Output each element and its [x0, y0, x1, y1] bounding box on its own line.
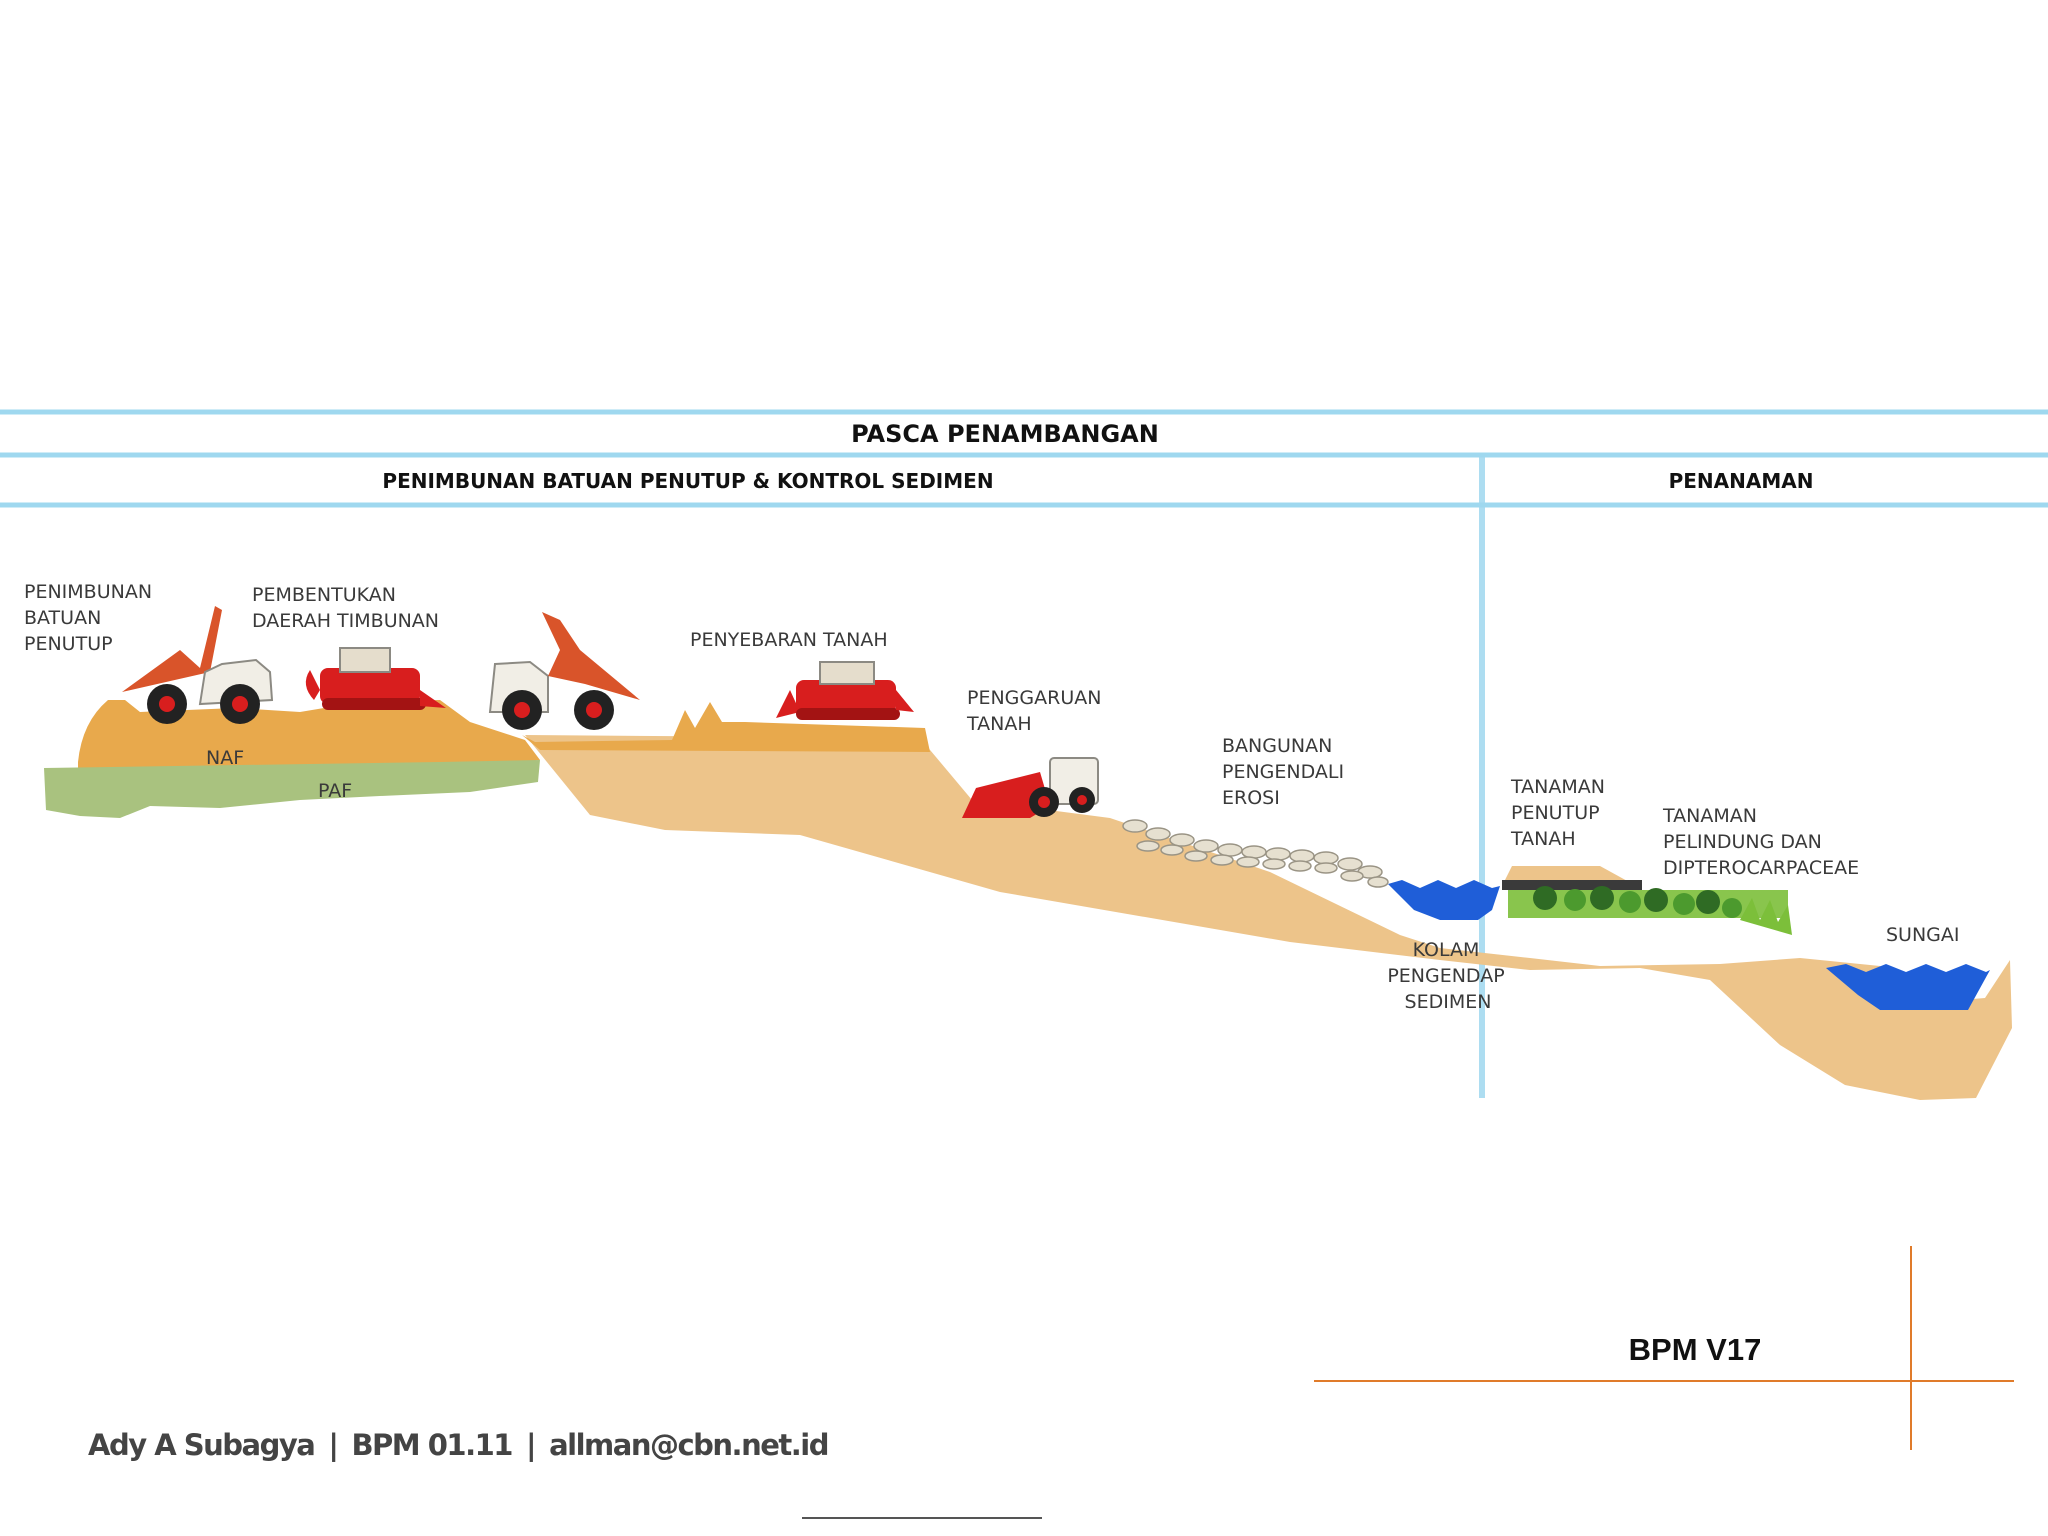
header-penimbunan-kontrol: PENIMBUNAN BATUAN PENUTUP & KONTROL SEDI… [382, 469, 993, 493]
soil-ground [525, 735, 2012, 1100]
svg-text:DAERAH TIMBUNAN: DAERAH TIMBUNAN [252, 610, 439, 632]
river-water [1826, 964, 1990, 1010]
label-sungai: SUNGAI [1886, 924, 1960, 946]
svg-text:SEDIMEN: SEDIMEN [1405, 991, 1492, 1013]
svg-text:PEMBENTUKAN: PEMBENTUKAN [252, 584, 396, 606]
label-tanaman-pelindung: TANAMAN PELINDUNG DAN DIPTEROCARPACEAE [1662, 805, 1859, 879]
label-kolam-pengendap-sedimen: KOLAM PENGENDAP SEDIMEN [1387, 939, 1504, 1013]
svg-text:TANAMAN: TANAMAN [1510, 776, 1605, 798]
dump-truck-2 [488, 612, 640, 730]
svg-text:PENUTUP: PENUTUP [24, 633, 113, 655]
label-pembentukan-daerah-timbunan: PEMBENTUKAN DAERAH TIMBUNAN [252, 584, 439, 632]
erosion-control-stones [1122, 819, 1389, 888]
label-penimbunan-batuan-penutup: PENIMBUNAN BATUAN PENUTUP [24, 581, 152, 655]
label-penggaruan-tanah: PENGGARUAN TANAH [966, 687, 1101, 735]
svg-text:EROSI: EROSI [1222, 787, 1280, 809]
label-tanaman-penutup-tanah: TANAMAN PENUTUP TANAH [1510, 776, 1605, 850]
bulldozer-2 [776, 661, 914, 720]
dump-truck-1 [122, 606, 274, 724]
header-pasca-penambangan: PASCA PENAMBANGAN [851, 420, 1159, 448]
bulldozer-1 [305, 647, 446, 710]
naf-layer [78, 700, 540, 770]
svg-text:BATUAN: BATUAN [24, 607, 101, 629]
svg-text:PENYEBARAN TANAH: PENYEBARAN TANAH [690, 629, 888, 651]
label-penyebaran-tanah: PENYEBARAN TANAH [690, 629, 888, 651]
svg-text:BANGUNAN: BANGUNAN [1222, 735, 1332, 757]
footer-author: Ady A Subagya [88, 1428, 316, 1462]
svg-text:PENGENDAP: PENGENDAP [1387, 965, 1504, 987]
paf-layer [44, 760, 540, 818]
footer-credit: Ady A Subagya | BPM 01.11 | allman@cbn.net.i… [88, 1428, 829, 1462]
svg-text:PENGGARUAN: PENGGARUAN [967, 687, 1101, 709]
svg-text:PELINDUNG DAN: PELINDUNG DAN [1663, 831, 1822, 853]
svg-text:TANAH: TANAH [966, 713, 1032, 735]
footer-email: allman@cbn.net.id [549, 1428, 829, 1462]
badge-bpm-v17: BPM V17 [1628, 1332, 1762, 1367]
vegetation [1508, 886, 1792, 935]
svg-text:DIPTEROCARPACEAE: DIPTEROCARPACEAE [1663, 857, 1859, 879]
svg-text:PENUTUP: PENUTUP [1511, 802, 1600, 824]
cover-crop-band [1502, 880, 1642, 890]
label-paf: PAF [318, 780, 352, 802]
svg-text:TANAMAN: TANAMAN [1662, 805, 1757, 827]
label-bangunan-pengendali-erosi: BANGUNAN PENGENDALI EROSI [1222, 735, 1344, 809]
spread-layer [522, 702, 930, 752]
svg-text:PENGENDALI: PENGENDALI [1222, 761, 1344, 783]
sediment-pond-water [1388, 880, 1500, 920]
footer-code: BPM 01.11 [351, 1428, 513, 1462]
footer-separator-2: | [525, 1428, 537, 1462]
header-penanaman: PENANAMAN [1669, 469, 1814, 493]
svg-text:PENIMBUNAN: PENIMBUNAN [24, 581, 152, 603]
svg-text:TANAH: TANAH [1510, 828, 1576, 850]
footer-separator-1: | [328, 1428, 339, 1462]
svg-text:KOLAM: KOLAM [1413, 939, 1480, 961]
label-naf: NAF [206, 747, 244, 769]
loader-scarifier [962, 757, 1099, 818]
